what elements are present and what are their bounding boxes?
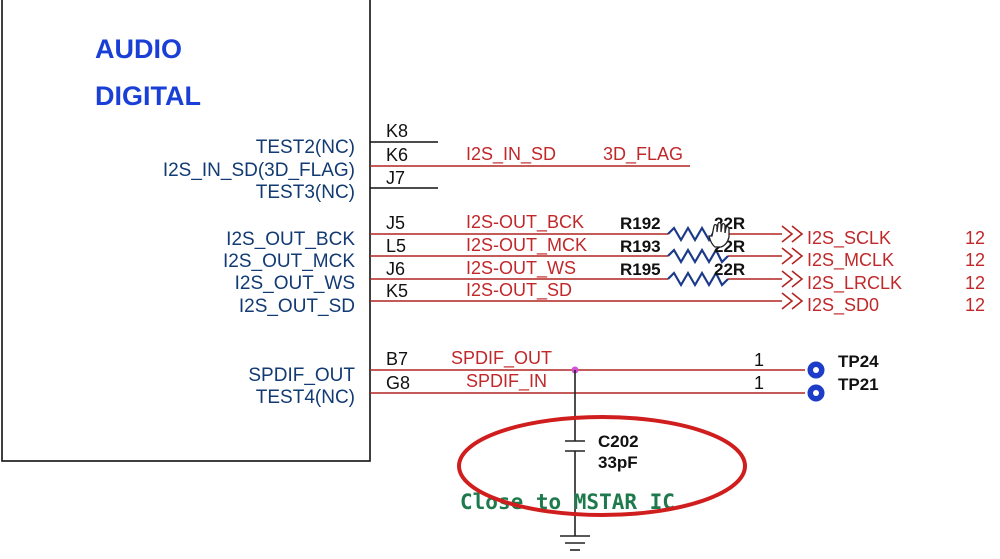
- resistor-r195-symbol: [667, 270, 729, 288]
- offpage-label-i2s-sclk: I2S_SCLK: [807, 228, 891, 249]
- offpage-page-sd0: 12: [965, 295, 985, 315]
- pin-name-test4: TEST4(NC): [256, 387, 355, 408]
- pin-number-j6: J6: [386, 259, 405, 279]
- offpage-connector-sd0-2: [791, 292, 804, 310]
- offpage-page-mclk: 12: [965, 250, 985, 270]
- testpoint-tp24-pin: 1: [754, 350, 764, 370]
- resistor-r193-symbol: [667, 247, 729, 265]
- resistor-r195-ref: R195: [620, 260, 661, 279]
- net-label-i2s-out-sd: I2S-OUT_SD: [466, 280, 572, 301]
- testpoint-tp21-ref: TP21: [838, 375, 879, 394]
- pin-number-k6: K6: [386, 145, 408, 165]
- resistor-r195-value: 22R: [714, 260, 745, 279]
- pin-number-j5: J5: [386, 213, 405, 233]
- pin-number-g8: G8: [386, 373, 410, 393]
- pin-name-i2s-out-ws: I2S_OUT_WS: [235, 273, 355, 294]
- capacitor-value: 33pF: [598, 453, 638, 472]
- net-label-i2s-out-mck: I2S-OUT_MCK: [466, 235, 587, 256]
- testpoint-tp21-pin: 1: [754, 373, 764, 393]
- pin-name-i2s-out-sd: I2S_OUT_SD: [239, 296, 355, 317]
- pin-number-l5: L5: [386, 236, 406, 256]
- testpoint-tp24-center: [813, 367, 819, 373]
- offpage-label-i2s-lrclk: I2S_LRCLK: [807, 273, 902, 294]
- pin-name-i2s-out-mck: I2S_OUT_MCK: [223, 251, 355, 272]
- offpage-connector-lrclk-2: [791, 270, 804, 288]
- offpage-connector-mclk-2: [791, 247, 804, 265]
- resistor-r192-ref: R192: [620, 214, 661, 233]
- hand-cursor-icon: [708, 221, 730, 248]
- pin-name-test2: TEST2(NC): [256, 137, 355, 158]
- layout-note: Close to MSTAR IC: [460, 490, 675, 514]
- offpage-page-sclk: 12: [965, 228, 985, 248]
- offpage-label-i2s-mclk: I2S_MCLK: [807, 250, 894, 271]
- net-label-i2s-in-sd: I2S_IN_SD: [466, 144, 556, 165]
- pin-number-j7: J7: [386, 168, 405, 188]
- offpage-connector-sd0: [781, 292, 794, 310]
- pin-number-k8: K8: [386, 121, 408, 141]
- pin-name-test3: TEST3(NC): [256, 182, 355, 203]
- net-label-i2s-out-bck: I2S-OUT_BCK: [466, 212, 584, 233]
- block-title-digital: DIGITAL: [95, 81, 201, 111]
- block-title-audio: AUDIO: [95, 34, 182, 64]
- pin-number-b7: B7: [386, 349, 408, 369]
- testpoint-tp21-center: [813, 390, 819, 396]
- testpoint-tp24-ref: TP24: [838, 352, 879, 371]
- offpage-label-i2s-sd0: I2S_SD0: [807, 295, 879, 316]
- resistor-r193-ref: R193: [620, 237, 661, 256]
- offpage-connector-sclk: [781, 225, 794, 243]
- pin-name-i2s-out-bck: I2S_OUT_BCK: [226, 229, 355, 250]
- offpage-connector-lrclk: [781, 270, 794, 288]
- offpage-connector-sclk-2: [791, 225, 804, 243]
- net-label-spdif-in: SPDIF_IN: [466, 371, 547, 392]
- offpage-page-lrclk: 12: [965, 273, 985, 293]
- highlight-circle: [457, 415, 747, 517]
- net-label-3d-flag: 3D_FLAG: [603, 144, 683, 165]
- net-label-spdif-out: SPDIF_OUT: [451, 348, 552, 369]
- offpage-connector-mclk: [781, 247, 794, 265]
- pin-number-k5: K5: [386, 281, 408, 301]
- ic-block-outline: [1, 0, 371, 462]
- pin-name-spdif-out: SPDIF_OUT: [248, 365, 355, 386]
- pin-name-i2s-in-sd: I2S_IN_SD(3D_FLAG): [163, 160, 355, 181]
- net-label-i2s-out-ws: I2S-OUT_WS: [466, 258, 576, 279]
- capacitor-ref: C202: [598, 432, 639, 451]
